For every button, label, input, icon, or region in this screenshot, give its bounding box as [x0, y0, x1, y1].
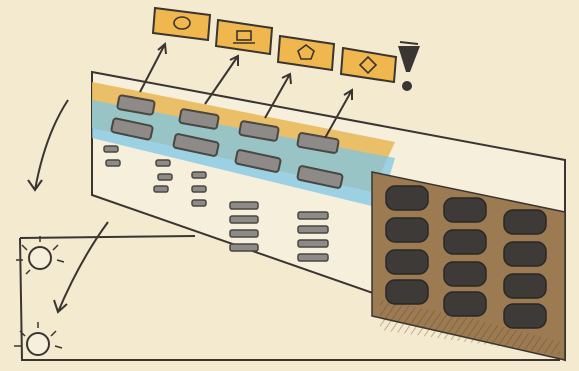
- icon-card-1: [153, 8, 210, 40]
- arrow-down-icon: [28, 100, 68, 190]
- keypad-key: [444, 198, 486, 222]
- icon-card-4: [341, 48, 396, 82]
- icon-card-2: [216, 20, 272, 54]
- keypad-key: [386, 250, 428, 274]
- keypad-key: [504, 304, 546, 328]
- keypad-key: [386, 186, 428, 210]
- keypad-key: [504, 242, 546, 266]
- keypad-key: [444, 230, 486, 254]
- keypad-key: [386, 280, 428, 304]
- light-indicator-top: [16, 236, 64, 274]
- keypad-key: [444, 292, 486, 316]
- keypad-key: [444, 262, 486, 286]
- keypad-key: [504, 274, 546, 298]
- arrow-down-icon: [54, 222, 108, 312]
- keypad-key: [504, 210, 546, 234]
- exclamation-icon: [398, 42, 420, 91]
- icon-card-3: [278, 36, 334, 70]
- keypad-key: [386, 218, 428, 242]
